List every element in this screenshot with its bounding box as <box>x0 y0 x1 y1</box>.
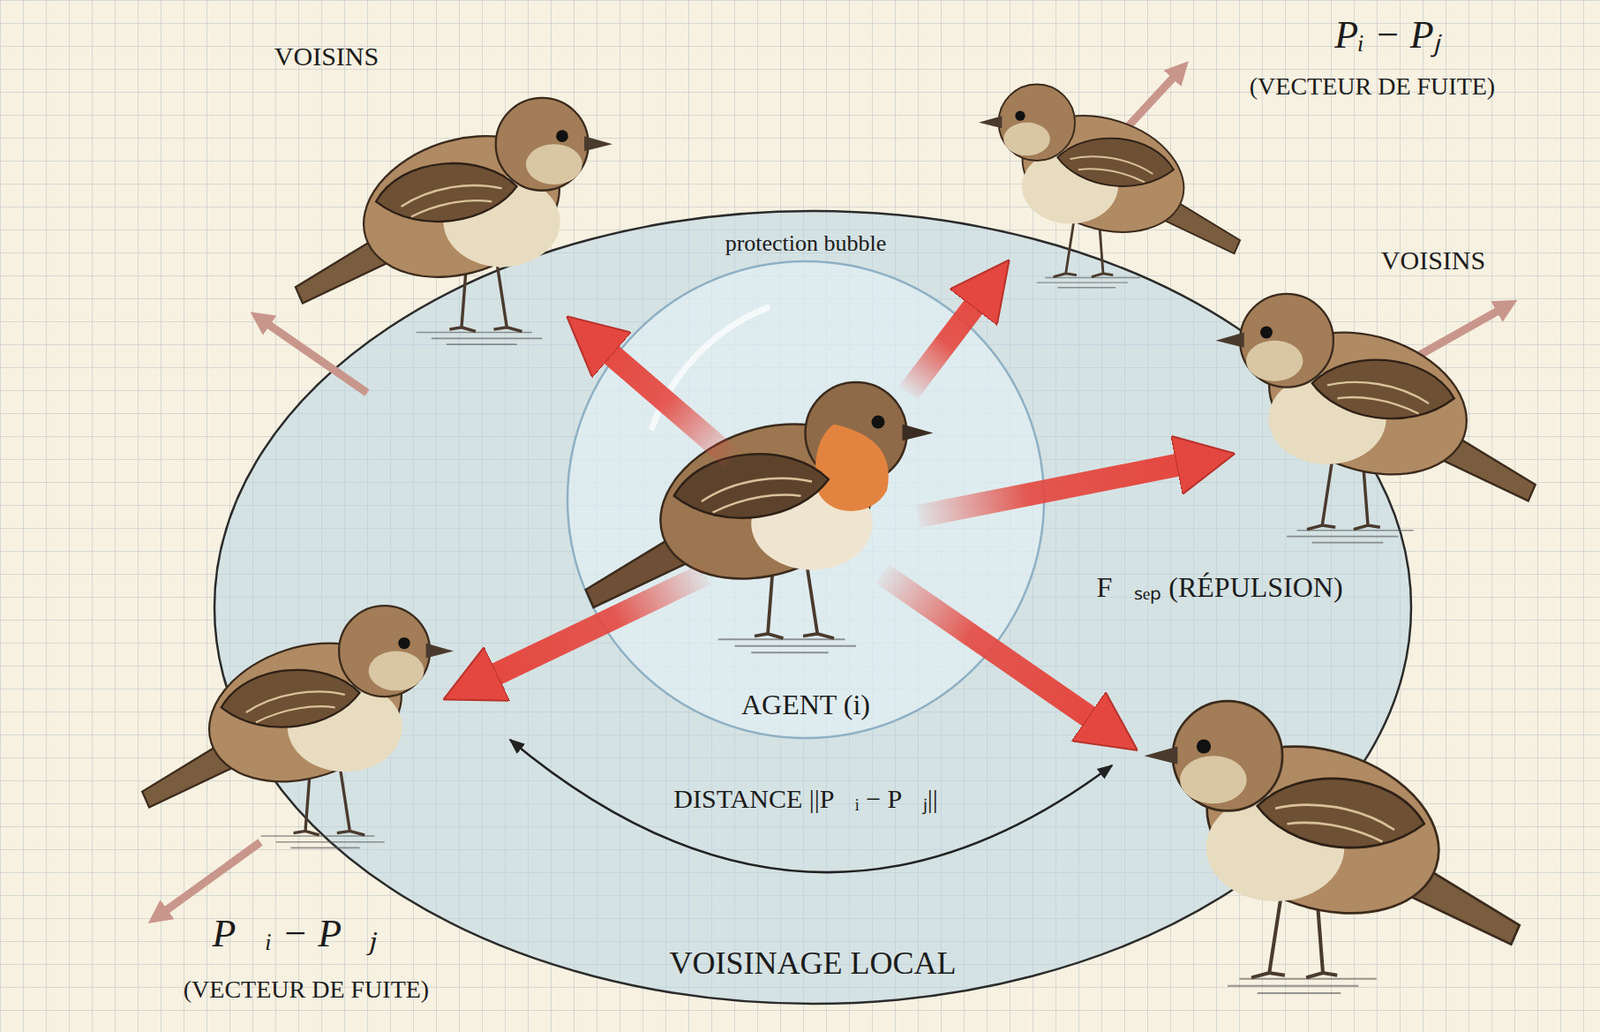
bubble-label: protection bubble <box>725 230 887 257</box>
vector-caption: (VECTEUR DE FUITE) <box>183 975 429 1004</box>
neighbor-label: VOISINS <box>1381 245 1486 277</box>
vector-formula: P⃗ᵢ − P⃗ⱼ <box>211 911 379 957</box>
neighbor-label-slot: VOISINS <box>274 41 379 73</box>
agent-label-slot: AGENT (i) <box>741 688 871 722</box>
vector-formula: Pᵢ − Pⱼ <box>1334 13 1440 59</box>
distance-label-slot: DISTANCE ||P⃗ᵢ − P⃗ⱼ|| <box>673 783 938 815</box>
distance-label: DISTANCE ||P⃗ᵢ − P⃗ⱼ|| <box>673 783 938 815</box>
vector-caption-slot: (VECTEUR DE FUITE) <box>183 975 429 1004</box>
bubble-label-slot: protection bubble <box>725 230 887 257</box>
agent-label: AGENT (i) <box>741 688 871 722</box>
force-label-slot: F⃗ₛₑₚ (RÉPULSION) <box>1096 570 1343 604</box>
vector-caption: (VECTEUR DE FUITE) <box>1249 72 1495 101</box>
neighbor-label: VOISINS <box>274 41 379 73</box>
escape-arrow <box>1122 73 1178 133</box>
neighborhood-outline <box>214 210 1412 1004</box>
neighborhood-ellipse-outline <box>212 209 1413 1006</box>
vector-caption-slot: (VECTEUR DE FUITE) <box>1249 72 1495 101</box>
protection-bubble: protection bubbleAGENT (i) <box>565 259 1046 740</box>
neighbor-label-slot: VOISINS <box>1381 245 1486 277</box>
bubble-highlight <box>652 307 768 428</box>
vector-formula-slot: P⃗ᵢ − P⃗ⱼ <box>211 911 379 957</box>
region-label-slot: VOISINAGE LOCAL <box>669 945 957 982</box>
protection-bubble-outline <box>565 259 1046 740</box>
neighborhood-ellipse: VOISINAGE LOCALprotection bubbleAGENT (i… <box>212 209 1413 1006</box>
force-label: F⃗ₛₑₚ (RÉPULSION) <box>1096 570 1343 604</box>
vector-formula-slot: Pᵢ − Pⱼ <box>1334 13 1440 59</box>
escape-arrow <box>161 841 261 914</box>
region-label: VOISINAGE LOCAL <box>669 945 957 982</box>
bubble-outline <box>567 261 1045 738</box>
